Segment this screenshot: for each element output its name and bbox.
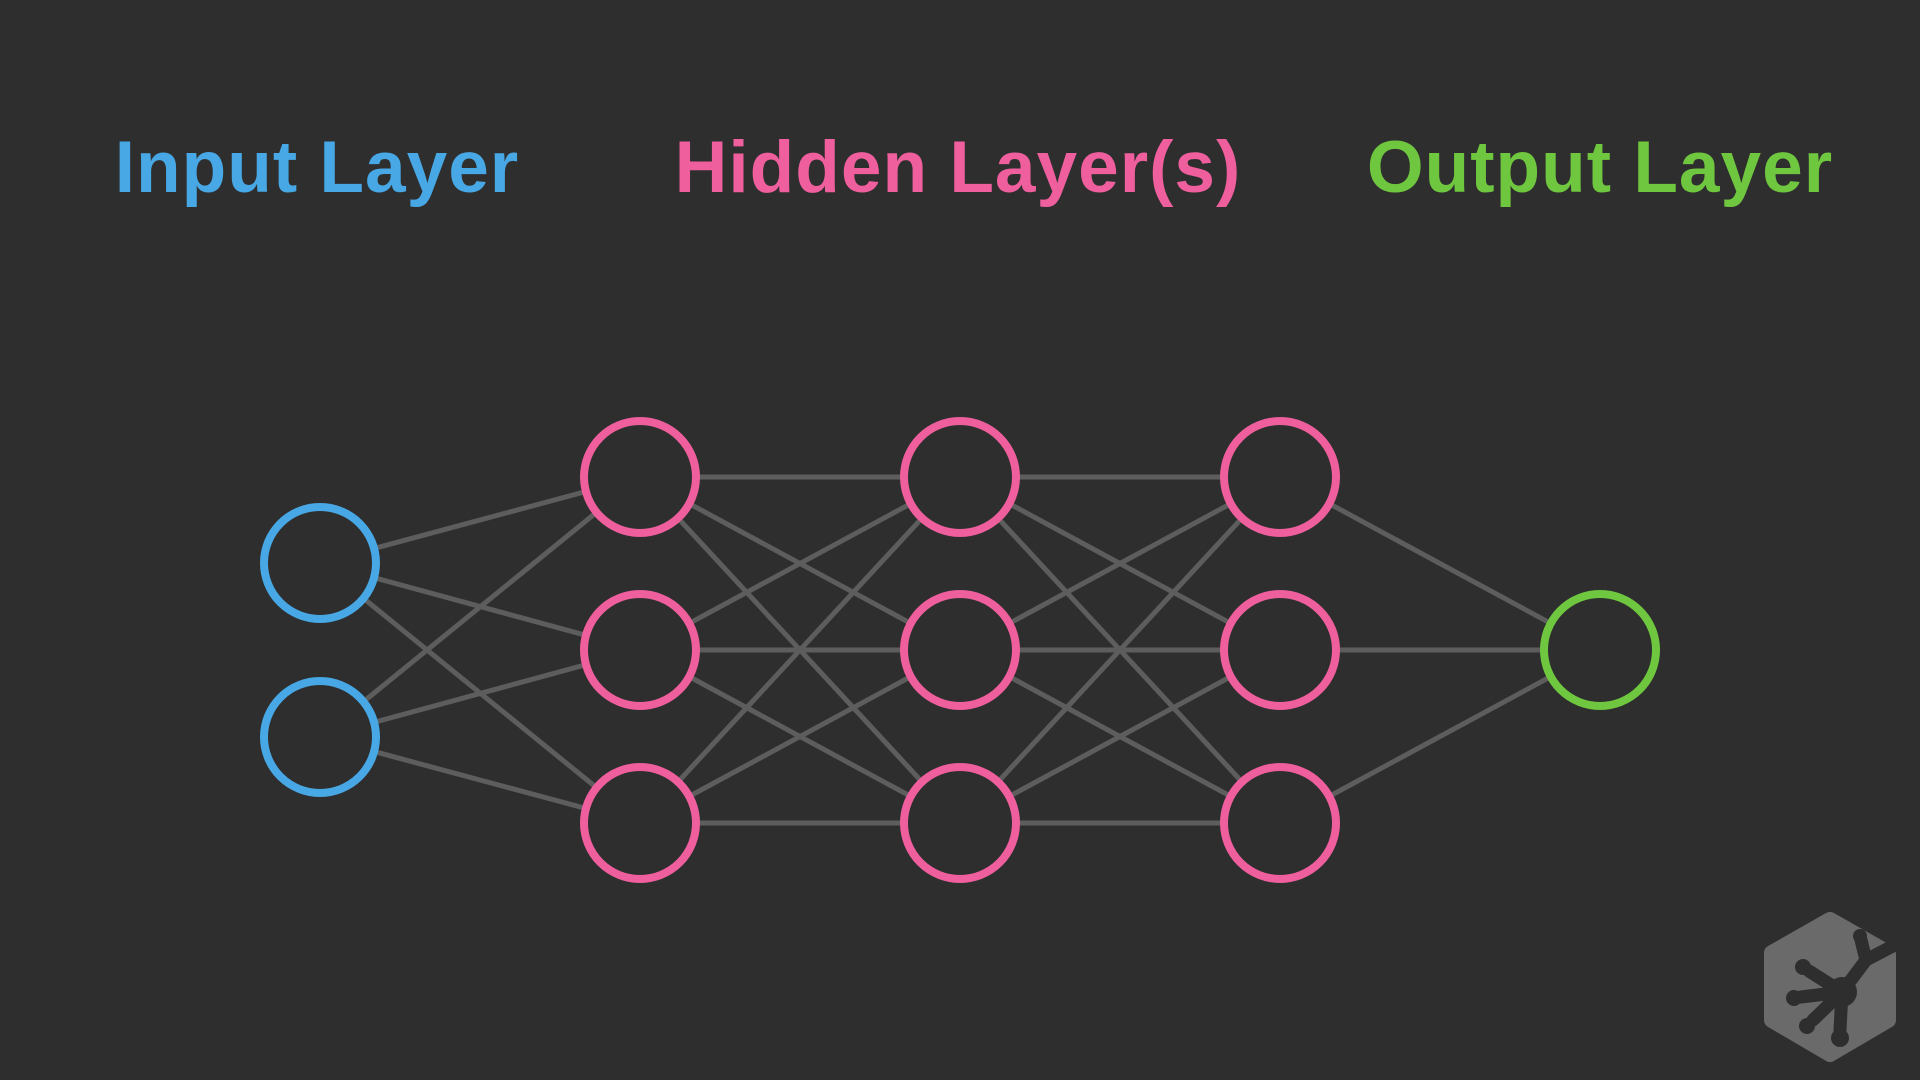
logo-foot-cutout xyxy=(1786,929,1899,1047)
hidden-1-node xyxy=(580,417,700,537)
edge-hidden-2-to-hidden-3 xyxy=(958,475,1282,825)
edge-hidden-1-to-hidden-2 xyxy=(638,474,962,653)
hidden-2-node xyxy=(900,590,1020,710)
lizard-foot-hexagon-logo xyxy=(1764,912,1899,1062)
edge-hidden-2-to-hidden-3 xyxy=(958,474,1282,653)
heading-input-layer: Input Layer xyxy=(114,127,520,208)
edge-input-to-hidden-1 xyxy=(318,475,642,739)
hidden-3-node xyxy=(1220,763,1340,883)
heading-output-layer: Output Layer xyxy=(1366,127,1834,208)
edge-hidden-1-to-hidden-2 xyxy=(638,475,962,825)
heading-hidden-layers: Hidden Layer(s) xyxy=(674,127,1242,208)
edge-hidden-1-to-hidden-2 xyxy=(638,647,962,826)
hidden-2-node xyxy=(900,763,1020,883)
output-node xyxy=(1540,590,1660,710)
hidden-2-node xyxy=(900,417,1020,537)
input-node xyxy=(260,503,380,623)
edge-hidden-2-to-hidden-3 xyxy=(958,647,1282,826)
hidden-3-node xyxy=(1220,417,1340,537)
edge-hidden-3-to-output xyxy=(1278,474,1602,653)
hidden-3-node xyxy=(1220,590,1340,710)
hidden-1-node xyxy=(580,763,700,883)
edge-hidden-3-to-output xyxy=(1278,647,1602,826)
input-node xyxy=(260,677,380,797)
hidden-1-node xyxy=(580,590,700,710)
